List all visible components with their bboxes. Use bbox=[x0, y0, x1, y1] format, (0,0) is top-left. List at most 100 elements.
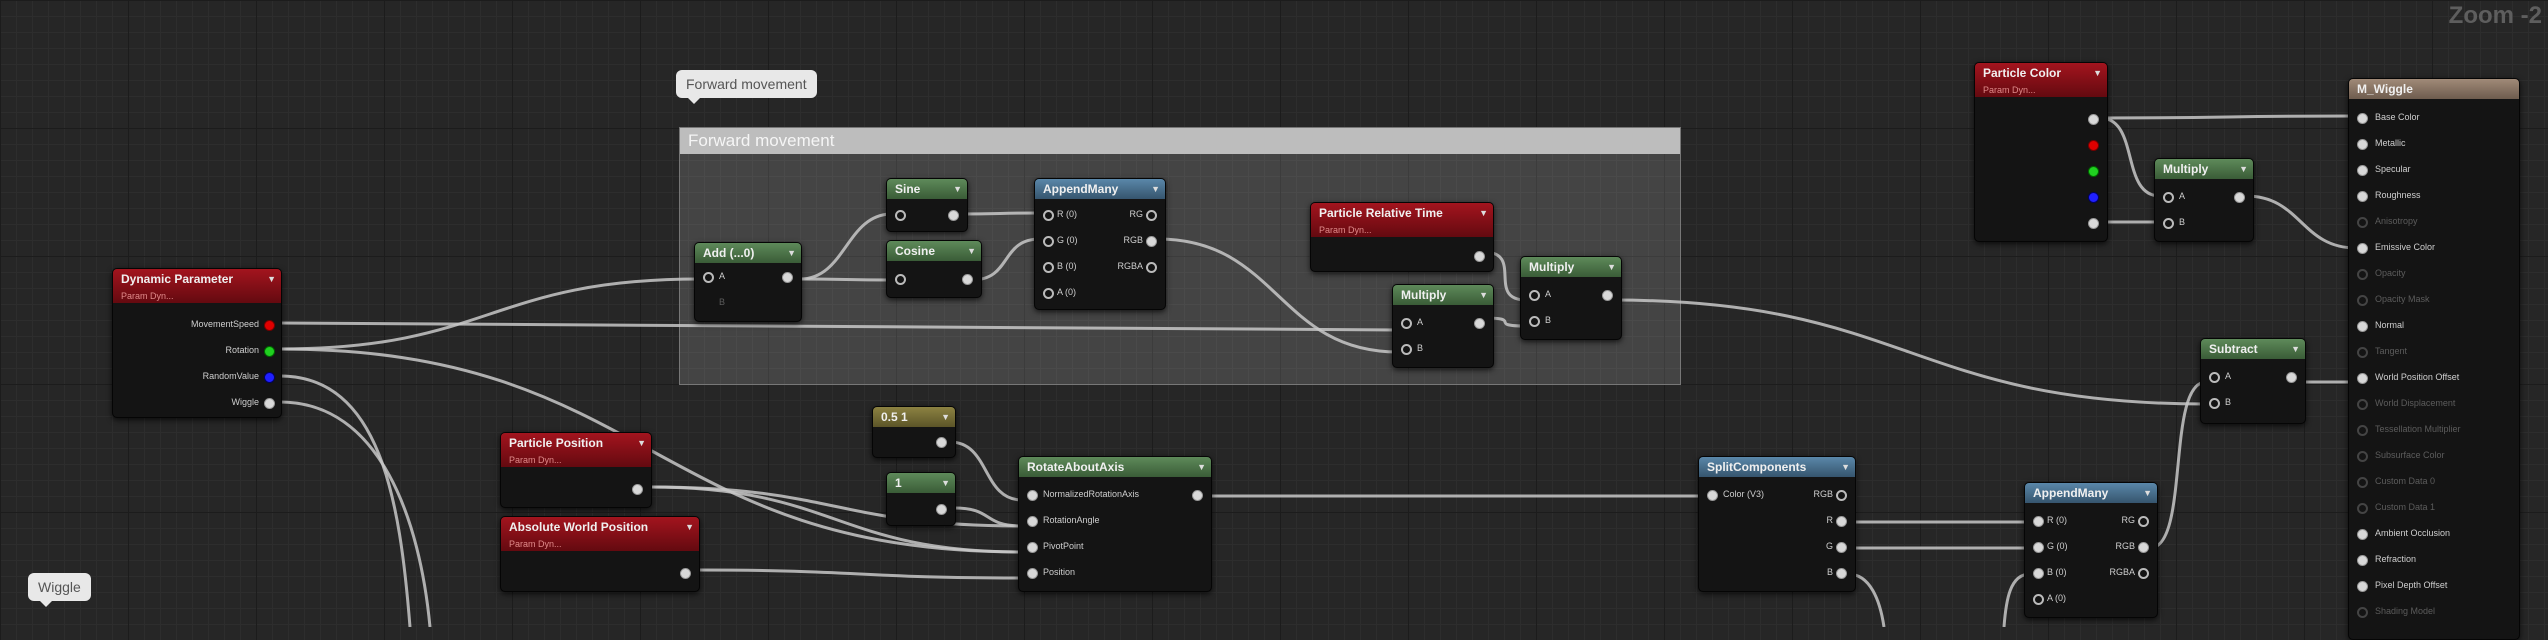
output-pin[interactable] bbox=[1146, 236, 1157, 247]
input-pin[interactable] bbox=[1707, 490, 1718, 501]
output-pin[interactable] bbox=[2088, 114, 2099, 125]
collapse-chevron-icon[interactable]: ▼ bbox=[953, 184, 962, 194]
node-multiply-b[interactable]: Multiply▼ A B bbox=[1520, 256, 1622, 340]
output-pin[interactable] bbox=[1836, 490, 1847, 501]
output-pin[interactable] bbox=[2286, 372, 2297, 383]
output-pin[interactable] bbox=[1474, 251, 1485, 262]
result-input-pin[interactable] bbox=[2357, 477, 2368, 488]
result-input-pin[interactable] bbox=[2357, 113, 2368, 124]
input-pin[interactable] bbox=[1027, 568, 1038, 579]
collapse-chevron-icon[interactable]: ▼ bbox=[2143, 488, 2152, 498]
input-pin[interactable] bbox=[2209, 398, 2220, 409]
output-pin[interactable] bbox=[782, 272, 793, 283]
collapse-chevron-icon[interactable]: ▼ bbox=[267, 274, 276, 284]
input-pin[interactable] bbox=[1043, 262, 1054, 273]
collapse-chevron-icon[interactable]: ▼ bbox=[967, 246, 976, 256]
result-input-pin[interactable] bbox=[2357, 529, 2368, 540]
result-input-pin[interactable] bbox=[2357, 425, 2368, 436]
result-input-pin[interactable] bbox=[2357, 581, 2368, 592]
result-input-pin[interactable] bbox=[2357, 321, 2368, 332]
result-input-pin[interactable] bbox=[2357, 399, 2368, 410]
collapse-chevron-icon[interactable]: ▼ bbox=[941, 478, 950, 488]
output-pin-green[interactable] bbox=[264, 346, 275, 357]
collapse-chevron-icon[interactable]: ▼ bbox=[637, 438, 646, 448]
output-pin-green[interactable] bbox=[2088, 166, 2099, 177]
collapse-chevron-icon[interactable]: ▼ bbox=[2093, 68, 2102, 78]
output-pin[interactable] bbox=[2234, 192, 2245, 203]
result-input-pin[interactable] bbox=[2357, 295, 2368, 306]
collapse-chevron-icon[interactable]: ▼ bbox=[2239, 164, 2248, 174]
result-input-pin[interactable] bbox=[2357, 191, 2368, 202]
output-pin[interactable] bbox=[1192, 490, 1203, 501]
output-pin[interactable] bbox=[680, 568, 691, 579]
input-pin[interactable] bbox=[2163, 192, 2174, 203]
node-subtract[interactable]: Subtract▼ A B bbox=[2200, 338, 2306, 424]
node-multiply-c[interactable]: Multiply▼ A B bbox=[2154, 158, 2254, 242]
node-rotate-about-axis[interactable]: RotateAboutAxis▼ NormalizedRotationAxis … bbox=[1018, 456, 1212, 592]
node-multiply-a[interactable]: Multiply▼ A B bbox=[1392, 284, 1494, 368]
output-pin[interactable] bbox=[1836, 516, 1847, 527]
output-pin[interactable] bbox=[1146, 262, 1157, 273]
collapse-chevron-icon[interactable]: ▼ bbox=[1841, 462, 1850, 472]
output-pin[interactable] bbox=[962, 274, 973, 285]
input-pin[interactable] bbox=[1043, 288, 1054, 299]
output-pin[interactable] bbox=[948, 210, 959, 221]
result-input-pin[interactable] bbox=[2357, 243, 2368, 254]
node-constant-scalar[interactable]: 1▼ bbox=[886, 472, 956, 526]
collapse-chevron-icon[interactable]: ▼ bbox=[941, 412, 950, 422]
result-input-pin[interactable] bbox=[2357, 503, 2368, 514]
result-input-pin[interactable] bbox=[2357, 269, 2368, 280]
result-input-pin[interactable] bbox=[2357, 347, 2368, 358]
node-append-many-forward[interactable]: AppendMany▼ R (0) RG G (0) RGB B (0) RGB… bbox=[1034, 178, 1166, 310]
result-input-pin[interactable] bbox=[2357, 451, 2368, 462]
input-pin[interactable] bbox=[1401, 344, 1412, 355]
result-input-pin[interactable] bbox=[2357, 139, 2368, 150]
output-pin[interactable] bbox=[2138, 542, 2149, 553]
input-pin[interactable] bbox=[895, 210, 906, 221]
collapse-chevron-icon[interactable]: ▼ bbox=[787, 248, 796, 258]
collapse-chevron-icon[interactable]: ▼ bbox=[1479, 208, 1488, 218]
collapse-chevron-icon[interactable]: ▼ bbox=[1479, 290, 1488, 300]
node-cosine[interactable]: Cosine▼ bbox=[886, 240, 982, 298]
result-input-pin[interactable] bbox=[2357, 373, 2368, 384]
node-sine[interactable]: Sine▼ bbox=[886, 178, 968, 232]
input-pin[interactable] bbox=[1027, 490, 1038, 501]
input-pin[interactable] bbox=[1529, 290, 1540, 301]
collapse-chevron-icon[interactable]: ▼ bbox=[1607, 262, 1616, 272]
comment-bubble-wiggle[interactable]: Wiggle bbox=[28, 573, 91, 607]
result-input-pin[interactable] bbox=[2357, 555, 2368, 566]
output-pin-alpha[interactable] bbox=[2088, 218, 2099, 229]
collapse-chevron-icon[interactable]: ▼ bbox=[685, 522, 694, 532]
input-pin[interactable] bbox=[1529, 316, 1540, 327]
input-pin[interactable] bbox=[703, 272, 714, 283]
node-add[interactable]: Add (...0)▼ A B bbox=[694, 242, 802, 322]
output-pin[interactable] bbox=[2138, 516, 2149, 527]
input-pin[interactable] bbox=[2033, 568, 2044, 579]
output-pin-blue[interactable] bbox=[264, 372, 275, 383]
output-pin[interactable] bbox=[2138, 568, 2149, 579]
input-pin[interactable] bbox=[2033, 516, 2044, 527]
output-pin[interactable] bbox=[936, 504, 947, 515]
input-pin[interactable] bbox=[2033, 542, 2044, 553]
node-append-many-output[interactable]: AppendMany▼ R (0) RG G (0) RGB B (0) RGB… bbox=[2024, 482, 2158, 618]
output-pin-alpha[interactable] bbox=[264, 398, 275, 409]
output-pin-red[interactable] bbox=[2088, 140, 2099, 151]
input-pin[interactable] bbox=[2209, 372, 2220, 383]
input-pin[interactable] bbox=[2163, 218, 2174, 229]
output-pin[interactable] bbox=[632, 484, 643, 495]
collapse-chevron-icon[interactable]: ▼ bbox=[2291, 344, 2300, 354]
input-pin[interactable] bbox=[1043, 236, 1054, 247]
output-pin[interactable] bbox=[1146, 210, 1157, 221]
collapse-chevron-icon[interactable]: ▼ bbox=[1151, 184, 1160, 194]
output-pin-blue[interactable] bbox=[2088, 192, 2099, 203]
input-pin[interactable] bbox=[895, 274, 906, 285]
input-pin[interactable] bbox=[2033, 594, 2044, 605]
result-input-pin[interactable] bbox=[2357, 607, 2368, 618]
node-constant-vector[interactable]: 0.5 1▼ bbox=[872, 406, 956, 458]
node-split-components[interactable]: SplitComponents▼ Color (V3) RGB R G B bbox=[1698, 456, 1856, 592]
